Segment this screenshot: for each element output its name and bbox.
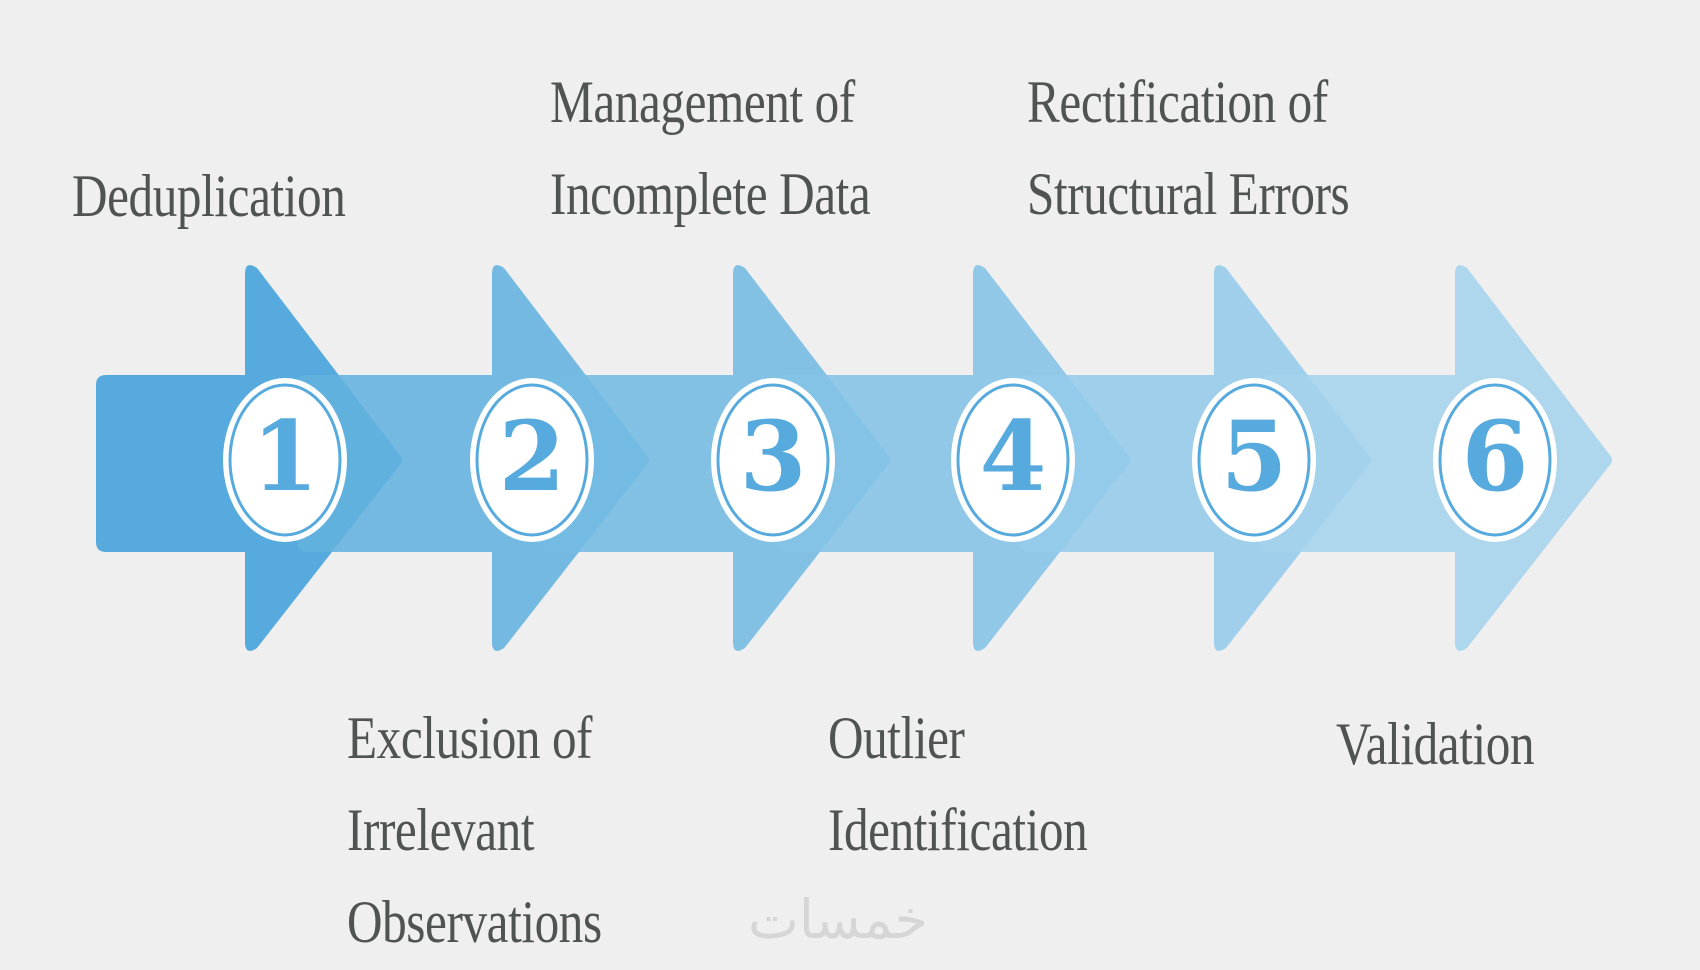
- step-label-4: Outlier Identification: [828, 705, 1088, 863]
- step-number-3: 3: [740, 400, 807, 513]
- step-number-1: 1: [252, 400, 319, 513]
- step-label-1: Deduplication: [72, 163, 346, 229]
- step-number-6: 6: [1462, 400, 1529, 513]
- step-badge-3: 3: [711, 378, 835, 542]
- step-number-4: 4: [980, 400, 1047, 513]
- watermark: خمسات: [748, 888, 929, 951]
- step-label-6: Validation: [1336, 711, 1535, 777]
- step-badge-6: 6: [1433, 378, 1557, 542]
- step-number-2: 2: [499, 400, 566, 513]
- step-number-5: 5: [1221, 400, 1288, 513]
- step-badge-2: 2: [470, 378, 594, 542]
- step-label-5: Rectification of Structural Errors: [1027, 69, 1350, 227]
- step-badge-4: 4: [951, 378, 1075, 542]
- step-label-3: Management of Incomplete Data: [550, 69, 871, 227]
- step-label-2: Exclusion of Irrelevant Observations: [347, 705, 602, 955]
- step-badge-1: 1: [223, 378, 347, 542]
- step-badge-5: 5: [1192, 378, 1316, 542]
